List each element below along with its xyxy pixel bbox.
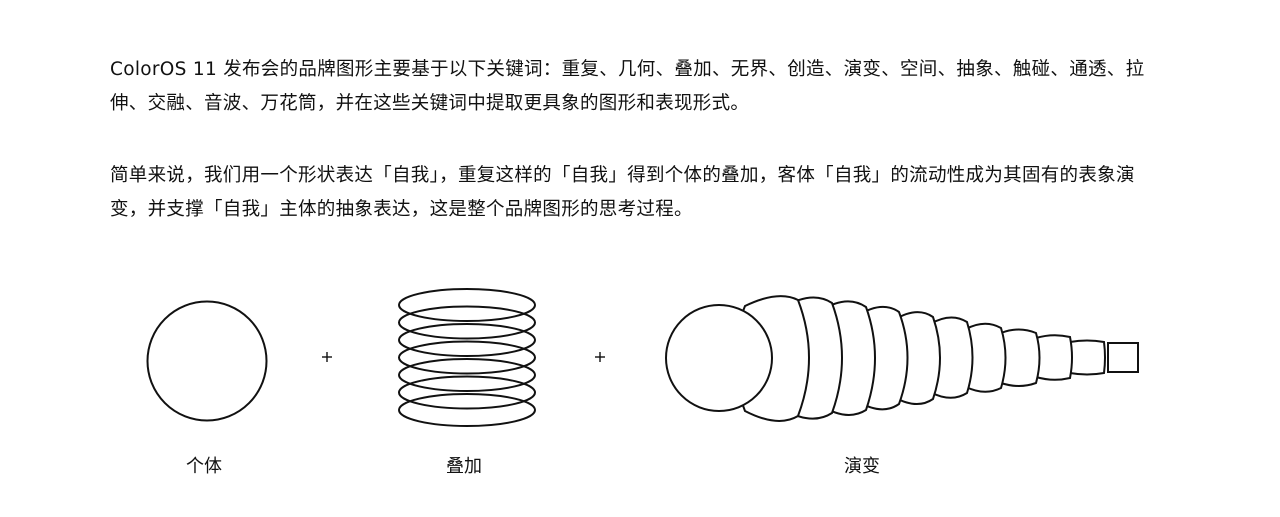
individual-circle-icon: [146, 300, 268, 422]
explanation-line-1: 简单来说，我们用一个形状表达「自我」，重复这样的「自我」得到个体的叠加，客体「自…: [110, 165, 1135, 186]
evolution-sequence-icon: [665, 295, 1139, 422]
label-stacking: 叠加: [446, 456, 482, 477]
intro-paragraph: ColorOS 11 发布会的品牌图形主要基于以下关键词：重复、几何、叠加、无界…: [110, 53, 1190, 121]
explanation-line-2: 变，并支撑「自我」主体的抽象表达，这是整个品牌图形的思考过程。: [110, 199, 693, 220]
stacked-ellipses-icon: [398, 288, 536, 427]
intro-line-1: ColorOS 11 发布会的品牌图形主要基于以下关键词：重复、几何、叠加、无界…: [110, 59, 1145, 80]
label-individual: 个体: [186, 456, 222, 477]
plus-icon: [595, 352, 605, 362]
label-evolution: 演变: [844, 456, 880, 477]
plus-icon: [322, 352, 332, 362]
plus-operators: [322, 352, 605, 362]
explanation-paragraph: 简单来说，我们用一个形状表达「自我」，重复这样的「自我」得到个体的叠加，客体「自…: [110, 159, 1190, 227]
intro-line-2: 伸、交融、音波、万花筒，并在这些关键词中提取更具象的图形和表现形式。: [110, 93, 750, 114]
